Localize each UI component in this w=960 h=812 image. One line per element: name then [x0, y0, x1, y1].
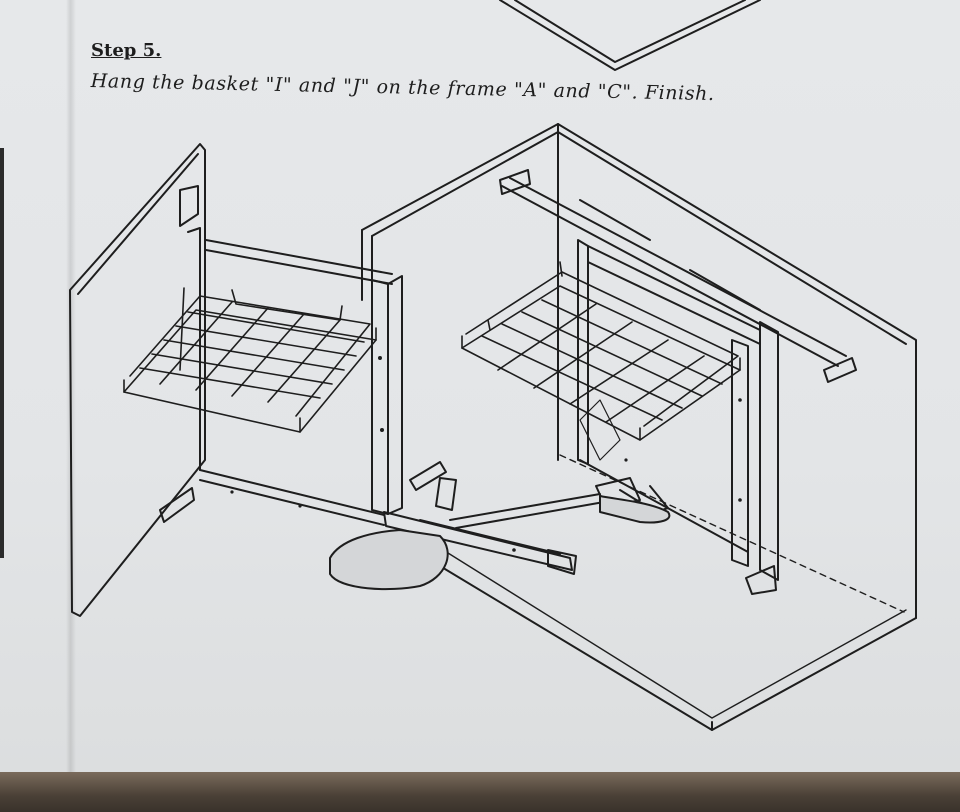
step-heading: Step 5.: [91, 40, 162, 61]
basket-i: [123, 287, 377, 433]
cabinet-assembly-diagram-icon: [69, 0, 917, 731]
instruction-sheet: Step 5. Hang the basket "I" and "J" on t…: [0, 0, 960, 772]
table-surface: [0, 772, 960, 812]
basket-j: [461, 261, 741, 461]
bolt-holes: [230, 356, 742, 552]
frame-c-top-bar: [499, 169, 857, 383]
frame-c-uprights: [577, 239, 779, 595]
frame-a-rails: [159, 185, 403, 526]
pivot-base-plate: [329, 495, 671, 591]
previous-page-edge: [0, 148, 4, 558]
previous-step-diagram-fragment: [499, 0, 761, 71]
